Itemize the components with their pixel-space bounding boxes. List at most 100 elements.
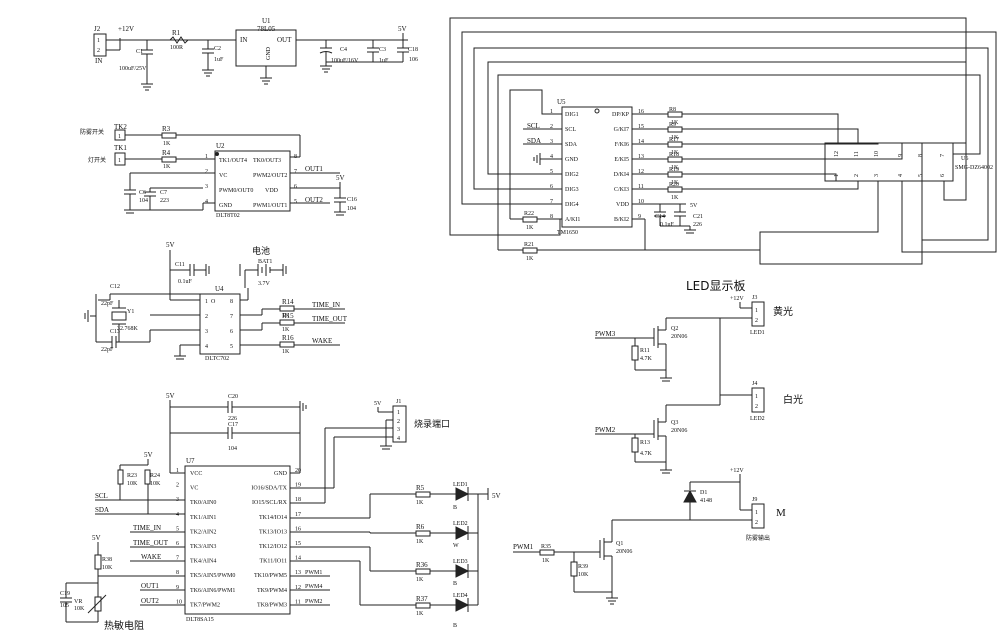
tk2-ref: TK2 bbox=[114, 123, 127, 131]
c17-ref: C17 bbox=[228, 422, 238, 428]
led-5v-label: 5V bbox=[492, 492, 501, 500]
c17-value: 104 bbox=[228, 446, 237, 452]
r14-resistor bbox=[279, 305, 295, 312]
u1-in-pin: IN bbox=[240, 36, 247, 44]
c6-value: 104 bbox=[139, 198, 148, 204]
r11-ref: R11 bbox=[640, 348, 650, 354]
u2-pin-l1: TK1/OUT4 bbox=[219, 158, 247, 164]
u7-pin-right-label: TK11/IO11 bbox=[259, 559, 287, 565]
c19-value: 105 bbox=[60, 603, 69, 609]
r6-value: 1K bbox=[416, 539, 424, 545]
thermistor-label: 热敏电阻 bbox=[104, 619, 144, 632]
u7-pin-left-label: TK4/AIN4 bbox=[190, 559, 216, 565]
u5-pin-right-label: G/KI7 bbox=[614, 127, 629, 133]
mcu-5v-label: 5V bbox=[144, 451, 153, 459]
j4-led-label: LED2 bbox=[750, 416, 765, 422]
j2-net-label: IN bbox=[95, 57, 102, 65]
j1-prog-header bbox=[392, 405, 407, 443]
u6-bottom-pin: 4 bbox=[898, 174, 904, 177]
u5-pin-left-label: DIG1 bbox=[565, 112, 579, 118]
mcu-pwm2-net: PWM2 bbox=[305, 599, 322, 605]
u5-pin-left-label: DIG4 bbox=[565, 202, 579, 208]
svg-text:5: 5 bbox=[294, 199, 297, 205]
r6-ref: R6 bbox=[416, 523, 425, 531]
led1-ref: LED1 bbox=[453, 482, 468, 488]
r35-ref: R35 bbox=[541, 544, 551, 550]
u5-pin-right-number: 15 bbox=[638, 124, 644, 130]
svg-text:3: 3 bbox=[397, 427, 400, 433]
u5-5v-label: 5V bbox=[690, 203, 698, 209]
r4-resistor bbox=[161, 156, 177, 163]
c7-value: 223 bbox=[160, 198, 169, 204]
svg-text:1: 1 bbox=[97, 38, 100, 44]
d1-diode bbox=[683, 489, 697, 503]
u5-pin-left-label: SDA bbox=[565, 142, 578, 148]
touch-section: 防雾开关 TK2 1 灯开关 TK1 1 R3 1K R4 1K U2 DLT8… bbox=[80, 123, 357, 219]
r11-resistor bbox=[631, 345, 639, 361]
u7-pin-right-label: TK13/IO13 bbox=[259, 529, 287, 535]
led-board-title: LED显示板 bbox=[686, 279, 746, 293]
u7-pin-right-number: 17 bbox=[295, 512, 301, 518]
c3-value: 1uF bbox=[379, 58, 389, 64]
u7-pin-left-number: 9 bbox=[176, 585, 179, 591]
svg-text:8: 8 bbox=[230, 299, 233, 305]
u5-pin-left-label: GND bbox=[565, 157, 579, 163]
u4-ref: U4 bbox=[215, 285, 224, 293]
mcu-pwm4-net: PWM4 bbox=[305, 584, 322, 590]
u7-pin-right-number: 11 bbox=[295, 599, 301, 605]
u5-pin-right-number: 16 bbox=[638, 109, 644, 115]
r13-value: 4.7K bbox=[640, 451, 653, 457]
white-light-label: 白光 bbox=[783, 393, 803, 406]
r21-value: 1K bbox=[526, 256, 534, 262]
r5-ref: R5 bbox=[416, 484, 425, 492]
r22-value: 1K bbox=[526, 225, 534, 231]
svg-text:1: 1 bbox=[755, 308, 758, 314]
vr-thermistor bbox=[94, 596, 102, 612]
u7-left-pins: VCC1VC2TK0/AIN03TK1/AIN14TK2/AIN25TK3/AI… bbox=[176, 468, 235, 608]
r38-resistor bbox=[94, 554, 102, 570]
u5-pin-right-label: DP/KP bbox=[612, 112, 630, 118]
svg-text:4: 4 bbox=[397, 436, 400, 442]
u2-pin-l4: GND bbox=[219, 203, 233, 209]
u5-ref: U5 bbox=[557, 98, 566, 106]
u5-pin-right-number: 9 bbox=[638, 214, 641, 220]
svg-text:2: 2 bbox=[755, 404, 758, 410]
y1-crystal bbox=[111, 311, 127, 321]
u5-pin-left-number: 6 bbox=[550, 184, 553, 190]
u5-sda-net: SDA bbox=[527, 137, 541, 145]
r24-value: 10K bbox=[150, 481, 161, 487]
u5-pin-left-number: 3 bbox=[550, 139, 553, 145]
u5-pin-left-number: 7 bbox=[550, 199, 553, 205]
r39-value: 10K bbox=[578, 572, 589, 578]
u2-chip bbox=[214, 150, 291, 212]
u2-ref: U2 bbox=[216, 142, 225, 150]
r5-value: 1K bbox=[416, 500, 424, 506]
led-board-12v: +12V bbox=[730, 296, 744, 302]
svg-text:3: 3 bbox=[205, 329, 208, 335]
led3-ref: LED3 bbox=[453, 559, 468, 565]
c14-value: 0.1uF bbox=[660, 222, 675, 228]
r15-value: 1K bbox=[282, 327, 290, 333]
svg-text:2: 2 bbox=[397, 419, 400, 425]
bat1-ref: BAT1 bbox=[258, 259, 272, 265]
u5-pin-left-label: A/KI1 bbox=[565, 217, 580, 223]
u5-pin-right-label: B/KI2 bbox=[614, 217, 629, 223]
u7-pin-left-label: TK0/AIN0 bbox=[190, 500, 216, 506]
led3-color: B bbox=[453, 581, 457, 587]
u7-pin-right-number: 13 bbox=[295, 570, 301, 576]
u2-pin-r1: TK0/OUT3 bbox=[253, 158, 281, 164]
u5-pin-left-label: DIG2 bbox=[565, 172, 579, 178]
led4-ref: LED4 bbox=[453, 593, 468, 599]
motor-12v: +12V bbox=[730, 468, 744, 474]
u7-pin-left-label: TK6/AIN6/PWM1 bbox=[190, 588, 235, 594]
u7-pin-left-label: VCC bbox=[190, 471, 202, 477]
svg-text:1: 1 bbox=[205, 154, 208, 160]
r36-value: 1K bbox=[416, 577, 424, 583]
q1-part: 20N06 bbox=[616, 549, 632, 555]
u7-pin-right-label: TK14/IO14 bbox=[259, 515, 287, 521]
r19-value: 1K bbox=[671, 180, 679, 186]
r38-ref: R38 bbox=[102, 557, 112, 563]
u7-pin-right-number: 20 bbox=[295, 468, 301, 474]
r18-value: 1K bbox=[671, 165, 679, 171]
u5-display-driver bbox=[561, 106, 633, 228]
